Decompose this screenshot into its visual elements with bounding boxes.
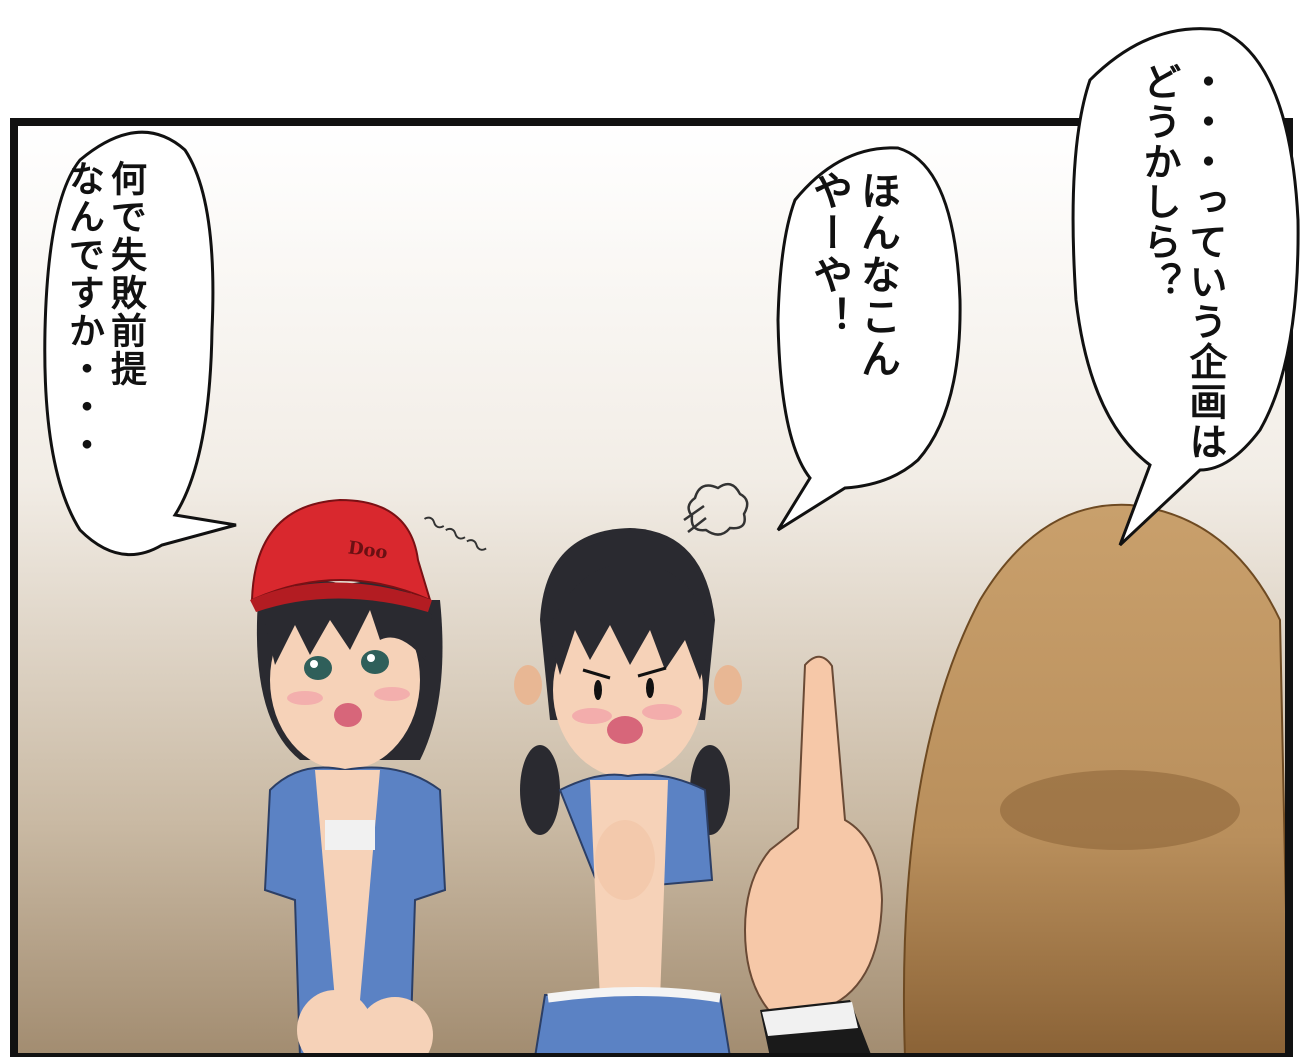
speech-bubble-right	[1071, 27, 1300, 547]
speech-bubble-middle	[776, 146, 962, 532]
speech-text-middle: ほんなこん やーや！	[806, 170, 900, 380]
girl-with-twin-tails	[514, 528, 742, 1057]
speech-text-right: ・・・っていう企画は どうかしら？	[1137, 62, 1227, 462]
brown-haired-woman-back	[902, 503, 1289, 1057]
girl-with-red-cap	[250, 498, 447, 1057]
speech-text-left: 何で失敗前提 なんですか・・・	[63, 160, 146, 464]
panel-border	[10, 118, 1293, 1057]
huff-puff-icon	[683, 482, 749, 536]
speech-bubble-left	[43, 130, 237, 557]
pointing-hand	[743, 655, 884, 1057]
